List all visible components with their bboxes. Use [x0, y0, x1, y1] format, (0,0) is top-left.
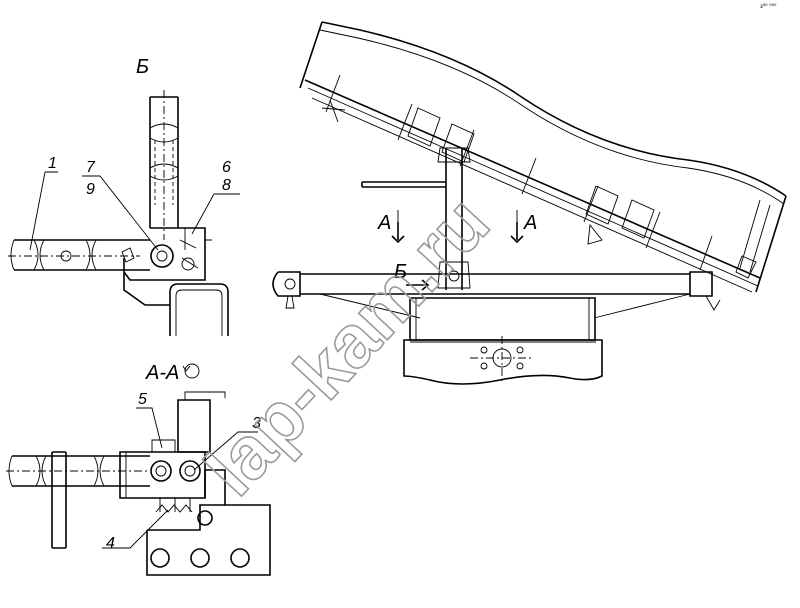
cut-a-right-label: А [523, 212, 537, 234]
callout-1: 1 [48, 155, 57, 172]
view-b-detail [8, 90, 240, 336]
callout-8: 8 [222, 177, 231, 194]
cut-a-left-label: А [377, 212, 391, 234]
section-aa-title: А-А [145, 362, 179, 384]
watermark-text: lap-kam.ru [189, 181, 505, 511]
cut-b-label: Б [394, 261, 407, 283]
corner-mark: з⁰⁰ ⁰⁰⁰ [760, 3, 777, 10]
callout-6: 6 [222, 159, 231, 176]
callout-5: 5 [138, 391, 147, 408]
main-assembly-view [272, 21, 787, 385]
callout-9: 9 [86, 181, 95, 198]
view-aa-detail [6, 363, 271, 576]
section-b-title: Б [136, 56, 149, 78]
callout-7: 7 [86, 159, 96, 176]
callout-4: 4 [106, 535, 115, 552]
callout-3: 3 [252, 415, 261, 432]
